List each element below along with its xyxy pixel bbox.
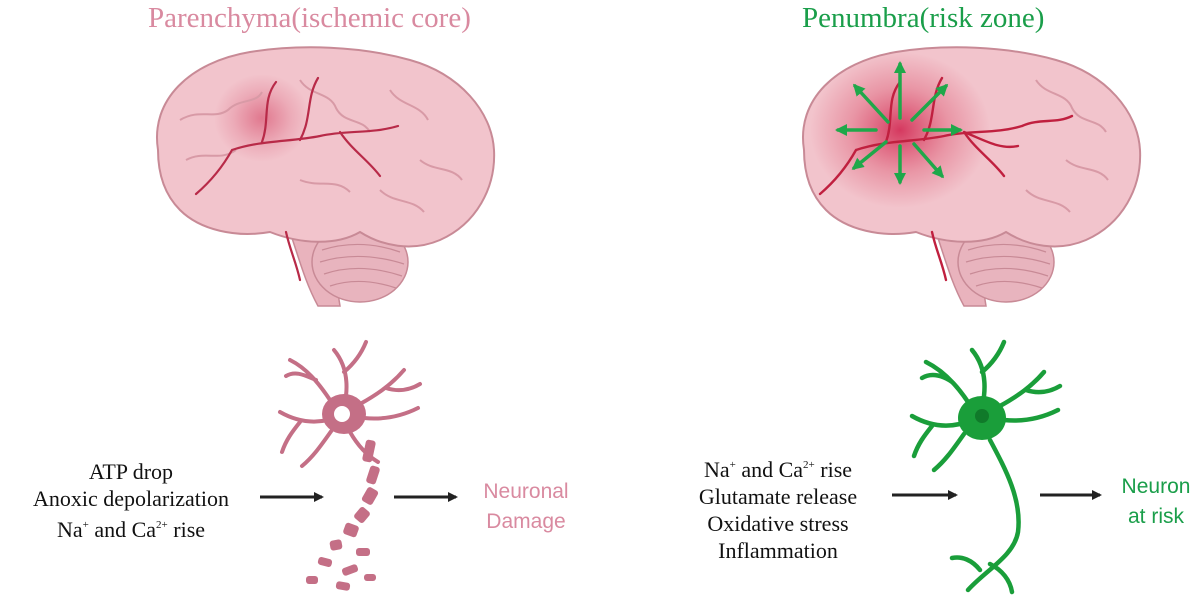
cause-item: Oxidative stress — [707, 511, 849, 536]
penumbra-causes: Na+ and Ca2+ rise Glutamate release Oxid… — [668, 452, 888, 564]
ischemic-core-causes: ATP drop Anoxic depolarization Na+ and C… — [0, 458, 262, 543]
penumbra-title: Penumbra(risk zone) — [802, 2, 1045, 34]
penumbra-spread-arrows — [835, 61, 963, 185]
cause-item: Glutamate release — [698, 484, 858, 509]
ischemic-core-title: Parenchyma(ischemic core) — [148, 2, 471, 34]
ion-rise-line: Na+ and Ca2+ rise — [56, 517, 206, 542]
penumbra-brain-illustration — [801, 46, 1142, 307]
cause-item: Inflammation — [718, 538, 838, 563]
neuron-at-risk-label: Neuron at risk — [1121, 475, 1191, 528]
neuronal-damage-label: Neuronal Damage — [483, 480, 569, 533]
ion-rise-line: Na+ and Ca2+ rise — [703, 457, 853, 482]
cause-item: ATP drop — [88, 459, 174, 484]
ischemic-brain-illustration — [155, 46, 496, 307]
flow-arrows — [260, 490, 1102, 502]
cause-item: Anoxic depolarization — [32, 486, 230, 511]
at-risk-neuron-illustration — [909, 339, 1063, 595]
damaged-neuron-illustration — [278, 340, 422, 591]
